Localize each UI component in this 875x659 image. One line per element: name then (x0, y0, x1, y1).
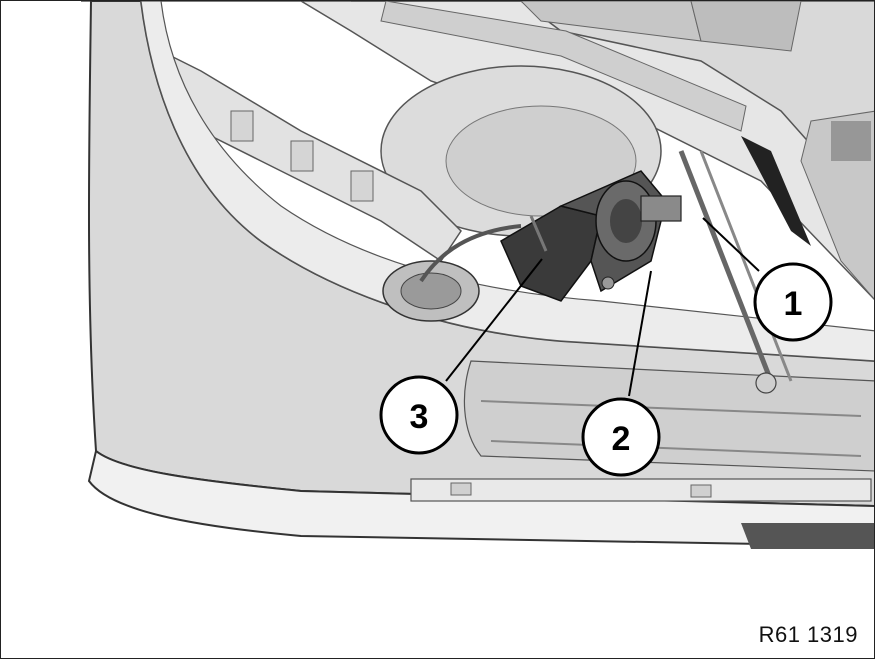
callout-2: 2 (581, 397, 661, 477)
upper-structure (81, 1, 874, 300)
callout-2-label: 2 (612, 420, 631, 458)
callout-3: 3 (379, 375, 459, 455)
cable-rods (419, 150, 793, 394)
callout-1: 1 (753, 262, 833, 342)
callout-1-label: 1 (784, 285, 803, 323)
callout-3-label: 3 (410, 398, 429, 436)
leader-lines (445, 217, 760, 397)
reference-code: R61 1319 (750, 618, 866, 650)
actuator-component (500, 170, 682, 302)
